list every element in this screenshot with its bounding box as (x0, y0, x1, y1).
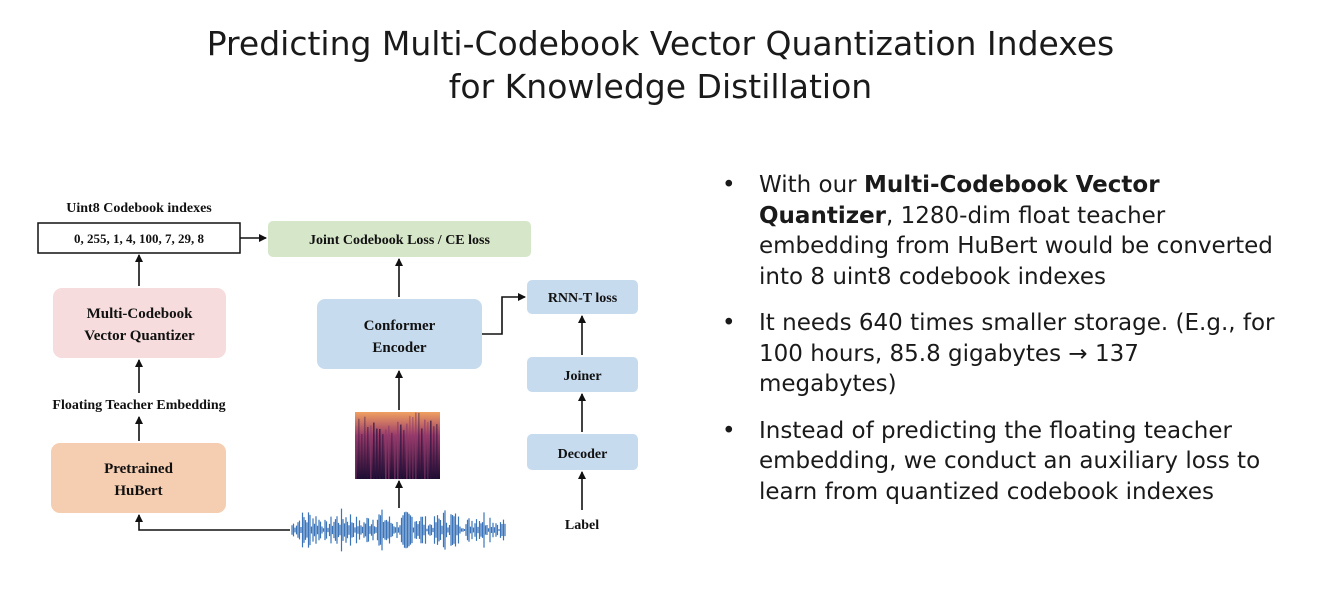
bullet-item: Instead of predicting the floating teach… (722, 416, 1282, 508)
slide-title: Predicting Multi-Codebook Vector Quantiz… (0, 22, 1321, 108)
spectrogram-stripe (382, 434, 384, 479)
codebook-values: 0, 255, 1, 4, 100, 7, 29, 8 (74, 231, 205, 246)
codebook-indexes-label: Uint8 Codebook indexes (66, 201, 212, 216)
vector-quantizer-line-2: Vector Quantizer (84, 328, 195, 344)
bullet-item: With our Multi-Codebook Vector Quantizer… (722, 170, 1282, 292)
spectrogram-stripe (415, 412, 417, 479)
audio-waveform (291, 508, 506, 552)
spectrogram-stripe (397, 421, 399, 479)
spectrogram-stripe (418, 412, 420, 479)
floating-embedding-label: Floating Teacher Embedding (52, 398, 225, 413)
arrow-conformer-to-rnnt (482, 293, 526, 335)
spectrogram-stripe (433, 426, 435, 479)
waveform-trace (291, 508, 506, 552)
rnnt-loss-label: RNN-T loss (548, 291, 618, 306)
spectrogram-stripe (400, 424, 402, 479)
decoder-label: Decoder (558, 447, 608, 462)
rnnt-loss-box (527, 280, 638, 314)
vector-quantizer-line-1: Multi-Codebook (87, 306, 194, 322)
spectrogram-stripe (388, 425, 390, 479)
spectrogram-stripe (391, 432, 393, 479)
label-input-text: Label (565, 518, 599, 533)
title-line-2: for Knowledge Distillation (448, 67, 873, 106)
pretrained-hubert-box (51, 443, 226, 513)
joint-loss-label: Joint Codebook Loss / CE loss (309, 233, 490, 248)
joint-loss-box (268, 221, 531, 257)
spectrogram-stripe (424, 419, 426, 479)
spectrogram-stripe (394, 436, 396, 479)
conformer-line-2: Encoder (372, 340, 427, 356)
vector-quantizer-box (53, 288, 226, 358)
hubert-line-1: Pretrained (104, 461, 174, 477)
spectrogram-stripe (355, 435, 357, 479)
spectrogram-stripe (412, 417, 414, 479)
conformer-encoder-box (317, 299, 482, 369)
spectrogram-stripe (436, 424, 438, 479)
arrow-waveform-to-hubert (135, 514, 290, 531)
spectrogram-stripe (406, 423, 408, 479)
conformer-line-1: Conformer (364, 318, 436, 334)
spectrogram-stripe (358, 418, 360, 479)
bullet-list: With our Multi-Codebook Vector Quantizer… (722, 170, 1282, 523)
spectrogram-stripe (427, 421, 429, 479)
spectrogram-stripe (373, 422, 375, 479)
spectrogram-stripe (385, 429, 387, 479)
spectrogram-stripe (376, 428, 378, 479)
spectrogram-stripe (370, 425, 372, 479)
spectrogram-stripe (361, 434, 363, 479)
spectrogram-stripe (409, 415, 411, 479)
spectrogram-stripe (367, 427, 369, 479)
spectrogram-image (355, 412, 440, 479)
spectrogram-stripe (403, 430, 405, 479)
decoder-box (527, 434, 638, 470)
spectrogram-stripe (430, 420, 432, 479)
joiner-box (527, 357, 638, 392)
spectrogram-stripe (379, 428, 381, 479)
title-line-1: Predicting Multi-Codebook Vector Quantiz… (206, 24, 1115, 63)
joiner-label: Joiner (563, 369, 601, 384)
spectrogram-stripe (421, 428, 423, 479)
hubert-line-2: HuBert (114, 483, 162, 499)
bullet-item: It needs 640 times smaller storage. (E.g… (722, 308, 1282, 400)
spectrogram-stripe (364, 416, 366, 479)
